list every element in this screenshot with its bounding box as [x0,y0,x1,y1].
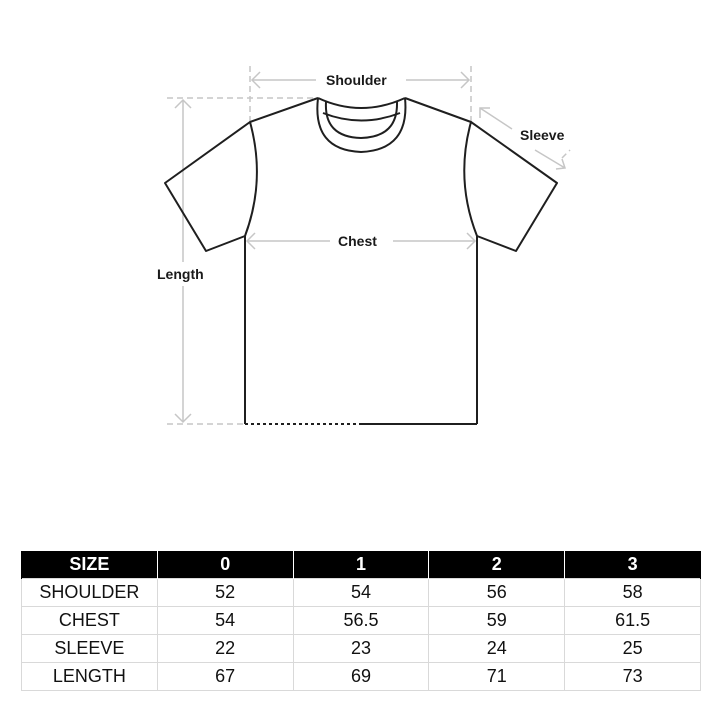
table-cell: 67 [156,662,294,691]
header-size-3: 3 [564,551,701,579]
table-cell: 23 [292,634,430,663]
table-cell: 61.5 [564,606,701,635]
chest-label: Chest [334,233,381,249]
row-label: CHEST [21,606,158,635]
row-label: SHOULDER [21,578,158,607]
table-cell: 56 [428,578,566,607]
sleeve-label: Sleeve [518,127,567,143]
header-size-2: 2 [428,551,566,579]
table-cell: 24 [428,634,566,663]
table-cell: 25 [564,634,701,663]
table-cell: 59 [428,606,566,635]
table-cell: 71 [428,662,566,691]
table-cell: 54 [292,578,430,607]
table-row-length: LENGTH 67 69 71 73 [21,662,701,691]
table-cell: 58 [564,578,701,607]
size-chart-table: SIZE 0 1 2 3 SHOULDER 52 54 56 58 CHEST … [21,551,701,691]
table-row-shoulder: SHOULDER 52 54 56 58 [21,578,701,607]
table-cell: 56.5 [292,606,430,635]
header-size-1: 1 [292,551,430,579]
table-cell: 73 [564,662,701,691]
table-cell: 69 [292,662,430,691]
table-row-chest: CHEST 54 56.5 59 61.5 [21,606,701,635]
table-cell: 54 [156,606,294,635]
shoulder-label: Shoulder [322,72,391,88]
header-size-0: 0 [156,551,294,579]
table-row-sleeve: SLEEVE 22 23 24 25 [21,634,701,663]
table-header-row: SIZE 0 1 2 3 [21,551,701,579]
tshirt-outline-icon [164,66,571,425]
length-label: Length [155,266,206,282]
tshirt-size-diagram: Shoulder Sleeve Chest Length [155,66,571,425]
row-label: LENGTH [21,662,158,691]
row-label: SLEEVE [21,634,158,663]
table-cell: 22 [156,634,294,663]
header-size: SIZE [21,551,158,579]
table-cell: 52 [156,578,294,607]
